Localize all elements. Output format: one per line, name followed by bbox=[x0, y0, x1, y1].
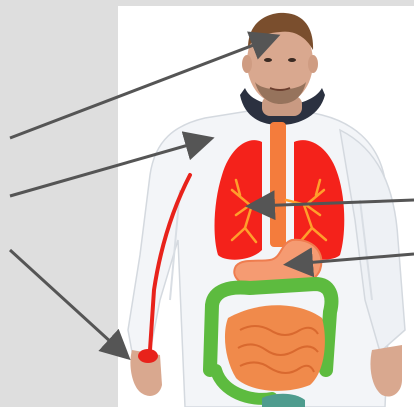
arrow-to-hand bbox=[10, 250, 124, 354]
trachea bbox=[270, 122, 286, 247]
ear bbox=[242, 55, 252, 73]
ear bbox=[308, 55, 318, 73]
eye bbox=[264, 58, 272, 62]
eye bbox=[288, 58, 296, 62]
circulation-end-marker bbox=[138, 349, 158, 363]
